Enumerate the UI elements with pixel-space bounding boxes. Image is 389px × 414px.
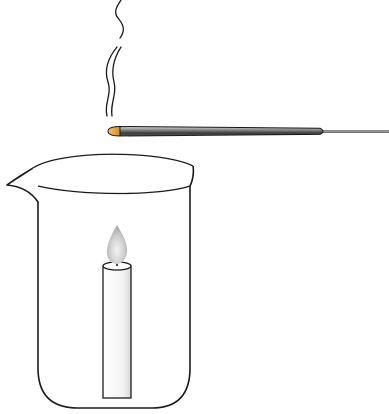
candle-body bbox=[102, 265, 132, 399]
beaker-back-rim bbox=[32, 153, 194, 169]
beaker-front-rim bbox=[37, 185, 191, 195]
candle-flame bbox=[107, 225, 128, 264]
beaker-spout-lip bbox=[6, 167, 34, 186]
candle bbox=[102, 225, 132, 399]
smoke-wisp-outer bbox=[105, 46, 118, 117]
beaker-outline bbox=[6, 165, 195, 409]
splint-body bbox=[119, 125, 324, 137]
smoke bbox=[105, 0, 124, 117]
smoke-wisp-top bbox=[115, 0, 124, 39]
beaker bbox=[6, 153, 195, 409]
smoke-wisp-inner bbox=[110, 46, 122, 117]
splint-ember-tip bbox=[107, 125, 121, 137]
splint-tail bbox=[321, 130, 389, 133]
smoldering-splint bbox=[107, 125, 389, 137]
